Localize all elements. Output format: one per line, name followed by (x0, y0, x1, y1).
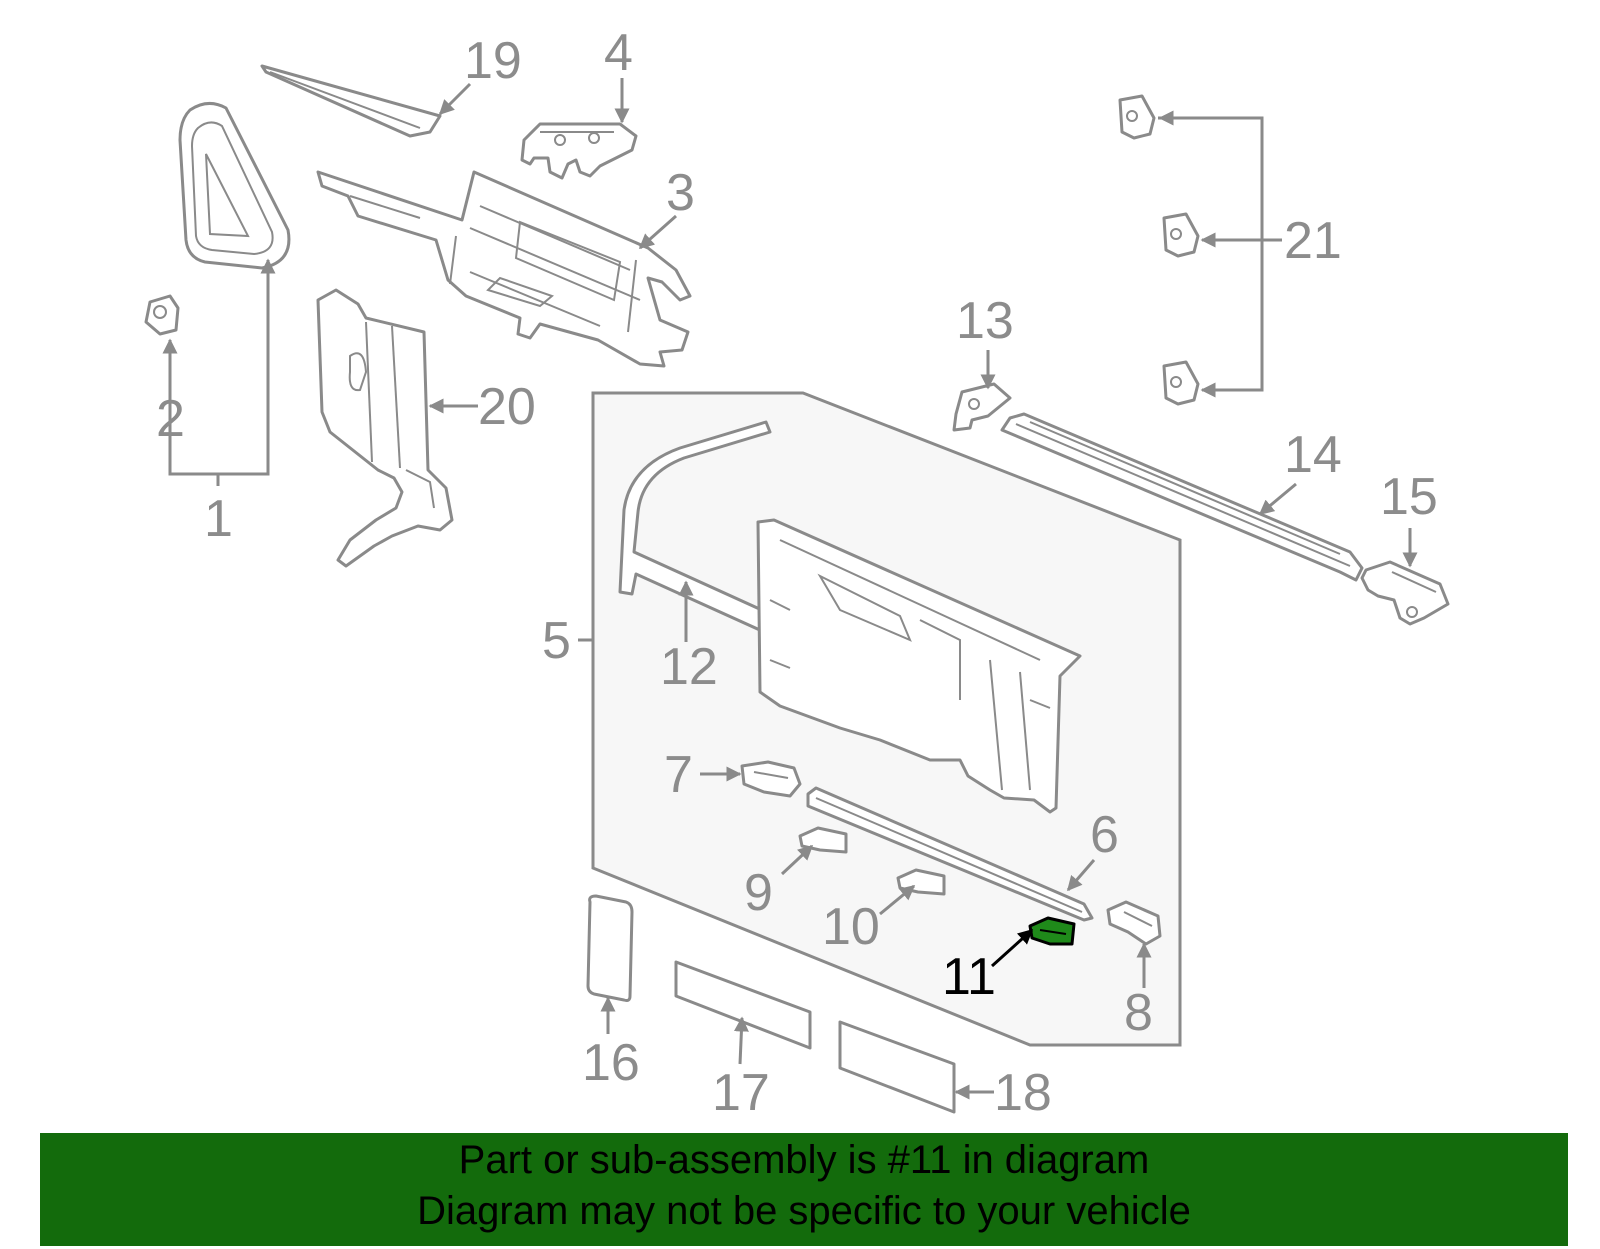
callout-10[interactable]: 10 (822, 898, 880, 956)
leader-9 (780, 844, 814, 876)
leader-19 (438, 82, 472, 116)
callout-1[interactable]: 1 (204, 490, 233, 548)
part-13-bracket[interactable] (952, 382, 1012, 432)
inner-panel[interactable] (756, 518, 1082, 814)
callout-7[interactable]: 7 (664, 746, 693, 804)
part-16-plate[interactable] (586, 894, 634, 1002)
leader-6 (1066, 859, 1096, 892)
part-21-clip-middle[interactable] (1162, 212, 1200, 258)
callout-17[interactable]: 17 (712, 1064, 770, 1122)
part-18-plate[interactable] (838, 1020, 956, 1114)
part-6-strip[interactable] (806, 786, 1094, 922)
callout-3[interactable]: 3 (666, 164, 695, 222)
leader-14 (1258, 482, 1297, 516)
callout-6[interactable]: 6 (1090, 806, 1119, 864)
leader-10 (879, 884, 916, 916)
part-7-bracket[interactable] (740, 760, 802, 798)
part-21-clip-top[interactable] (1118, 94, 1156, 140)
callout-15[interactable]: 15 (1380, 468, 1438, 526)
callout-11-highlighted[interactable]: 11 (942, 948, 996, 1006)
callout-18[interactable]: 18 (994, 1064, 1052, 1122)
callout-5[interactable]: 5 (542, 612, 571, 670)
banner-line-disclaimer: Diagram may not be specific to your vehi… (417, 1189, 1191, 1233)
callout-14[interactable]: 14 (1284, 426, 1342, 484)
callout-12[interactable]: 12 (660, 638, 718, 696)
info-banner: Part or sub-assembly is #11 in diagram D… (40, 1133, 1568, 1246)
banner-line-part: Part or sub-assembly is #11 in diagram (458, 1138, 1150, 1182)
callout-19[interactable]: 19 (464, 32, 522, 90)
part-17-plate[interactable] (674, 960, 812, 1050)
callout-13[interactable]: 13 (956, 292, 1014, 350)
callout-2[interactable]: 2 (156, 390, 185, 448)
part-4-bracket[interactable] (520, 122, 638, 180)
part-20-duct[interactable] (316, 288, 454, 568)
leader-3 (638, 214, 677, 250)
callout-8[interactable]: 8 (1124, 984, 1153, 1042)
part-21-clip-bottom[interactable] (1162, 360, 1200, 406)
part-1-frame[interactable] (178, 102, 291, 270)
part-9-clip[interactable] (798, 826, 848, 854)
callout-16[interactable]: 16 (582, 1034, 640, 1092)
callout-21[interactable]: 21 (1284, 212, 1342, 270)
part-10-clip[interactable] (896, 868, 946, 896)
part-14-rail[interactable] (1000, 412, 1364, 582)
part-3-cowl-panel[interactable] (316, 170, 692, 368)
part-11-clip-highlighted[interactable] (1028, 916, 1076, 946)
part-19-strip[interactable] (260, 64, 442, 138)
leader-11 (990, 928, 1034, 968)
part-15-end-bracket[interactable] (1360, 560, 1450, 626)
callout-9[interactable]: 9 (744, 864, 773, 922)
part-8-bracket[interactable] (1106, 900, 1162, 946)
leader-17 (733, 1016, 749, 1065)
part-2-clip[interactable] (144, 294, 180, 336)
callout-20[interactable]: 20 (478, 378, 536, 436)
callout-4[interactable]: 4 (604, 24, 633, 82)
